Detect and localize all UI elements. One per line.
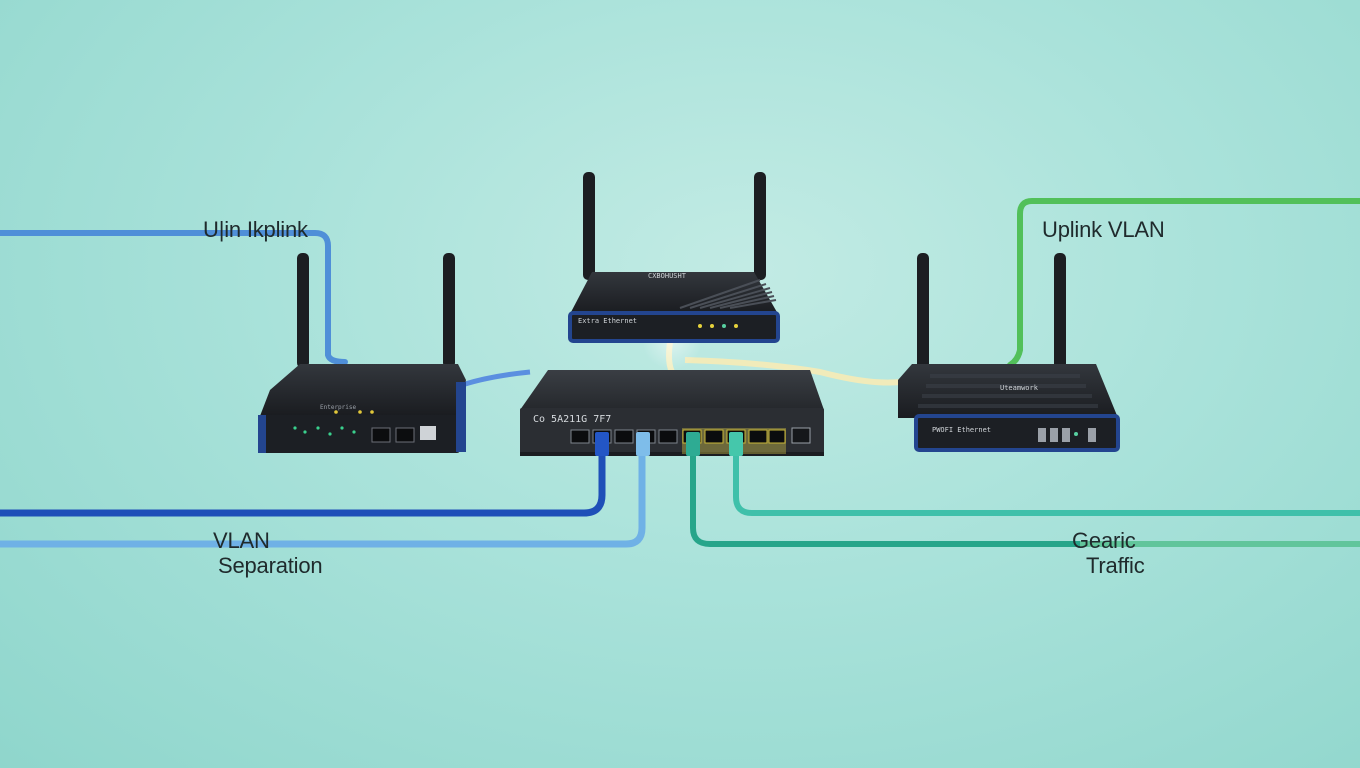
vlan-separation-label-line2: Separation xyxy=(218,553,323,578)
vlan-separation-label-line1: VLAN xyxy=(213,528,270,553)
center-router-front-label: Extra Ethernet xyxy=(578,317,638,325)
traffic-cable-teal-upper xyxy=(733,455,1360,516)
traffic-label-line1: Gearic xyxy=(1072,528,1136,553)
vlan-cable-dark-blue xyxy=(0,455,606,517)
antenna-icon xyxy=(917,253,929,371)
right-router-brand: Uteamwork xyxy=(1000,384,1038,392)
right-router xyxy=(898,253,1120,452)
right-router-front-label: PWOFI Ethernet xyxy=(932,426,992,434)
center-router-brand: CXBOHUSHT xyxy=(648,272,686,280)
traffic-cable-teal-lower xyxy=(690,455,1360,547)
router-to-switch-cable-left xyxy=(461,369,531,388)
uplink-cable-right xyxy=(1007,198,1360,368)
traffic-label-line2: Traffic xyxy=(1086,553,1145,578)
switch-to-router-cable-right xyxy=(684,357,901,386)
network-switch-icon xyxy=(520,370,824,456)
left-router xyxy=(258,253,466,453)
uplink-cable-left xyxy=(0,230,348,365)
left-router-brand: Enterprise xyxy=(320,404,357,411)
vlan-cable-light-blue xyxy=(0,455,646,548)
uplink-label-left: U|in Ikplink xyxy=(203,217,308,242)
antenna-icon xyxy=(754,172,766,280)
uplink-vlan-label: Uplink VLAN xyxy=(1042,217,1165,242)
antenna-icon xyxy=(297,253,309,368)
antenna-icon xyxy=(1054,253,1066,371)
switch-label: Co 5A211G 7F7 xyxy=(533,414,612,425)
center-router xyxy=(568,172,780,343)
antenna-icon xyxy=(583,172,595,280)
antenna-icon xyxy=(443,253,455,368)
